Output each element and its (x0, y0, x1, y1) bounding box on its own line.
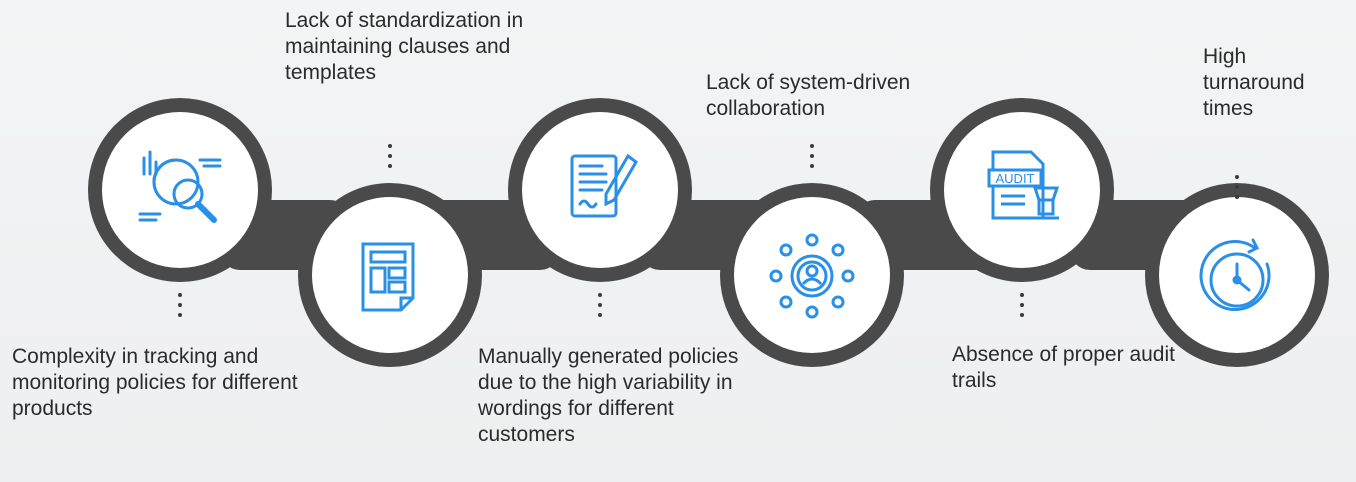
step-label-5: Absence of proper audit trails (952, 343, 1175, 392)
audit-label: AUDIT (996, 171, 1035, 186)
document-pen-signing-icon (562, 150, 642, 222)
leader-dots-3 (598, 293, 602, 323)
step-label-1: Complexity in tracking and monitoring po… (12, 345, 298, 420)
leader-dots-5 (1020, 293, 1024, 323)
step-label-4: Lack of system-driven collaboration (706, 71, 911, 120)
leader-dots-2 (388, 144, 392, 174)
step-label-6: High turnaround times (1203, 45, 1305, 120)
stopwatch-timer-icon (1195, 234, 1281, 320)
user-network-collaboration-icon (766, 230, 858, 322)
step-label-3: Manually generated policies due to the h… (478, 345, 739, 446)
data-analysis-magnifier-icon (134, 144, 226, 236)
step-label-2: Lack of standardization in maintaining c… (285, 9, 524, 84)
leader-dots-4 (810, 144, 814, 174)
leader-dots-1 (178, 293, 182, 323)
audit-document-gavel-icon: AUDIT (985, 148, 1065, 228)
leader-dots-6 (1235, 175, 1239, 205)
document-layout-template-icon (355, 240, 425, 312)
